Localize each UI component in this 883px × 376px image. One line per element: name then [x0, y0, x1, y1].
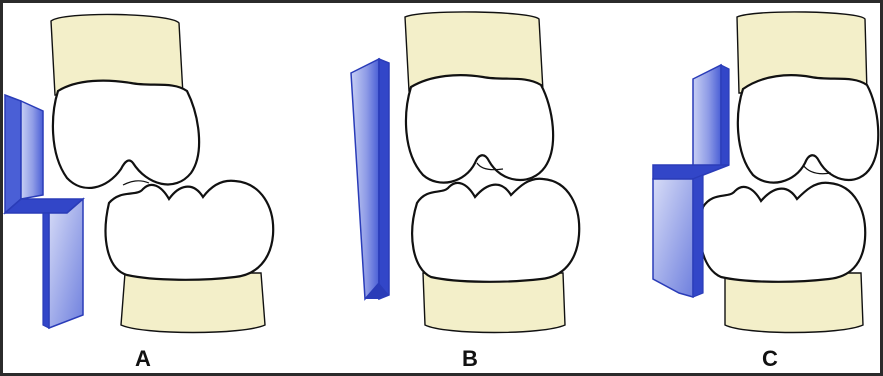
lower-root-a: [121, 273, 265, 333]
panel-a: [5, 14, 273, 332]
upper-crown-c: [738, 75, 878, 182]
figure-frame: A B C: [3, 3, 880, 373]
panel-b: [351, 12, 579, 333]
plate-c-upper: [693, 65, 721, 179]
lower-crown-b: [412, 179, 579, 282]
plate-b: [351, 59, 379, 299]
plate-a-lower: [49, 199, 83, 328]
lower-crown-a: [106, 181, 274, 280]
plate-c-step: [653, 165, 729, 179]
panel-label-a: A: [123, 346, 163, 372]
plate-c-lower: [653, 179, 693, 297]
upper-crown-a: [53, 81, 199, 188]
lower-crown-c: [700, 183, 865, 282]
plate-a-upper: [5, 95, 21, 213]
panel-c: [653, 12, 878, 333]
panel-label-b: B: [450, 346, 490, 372]
panel-label-c: C: [750, 346, 790, 372]
teeth-diagram: [3, 3, 880, 373]
